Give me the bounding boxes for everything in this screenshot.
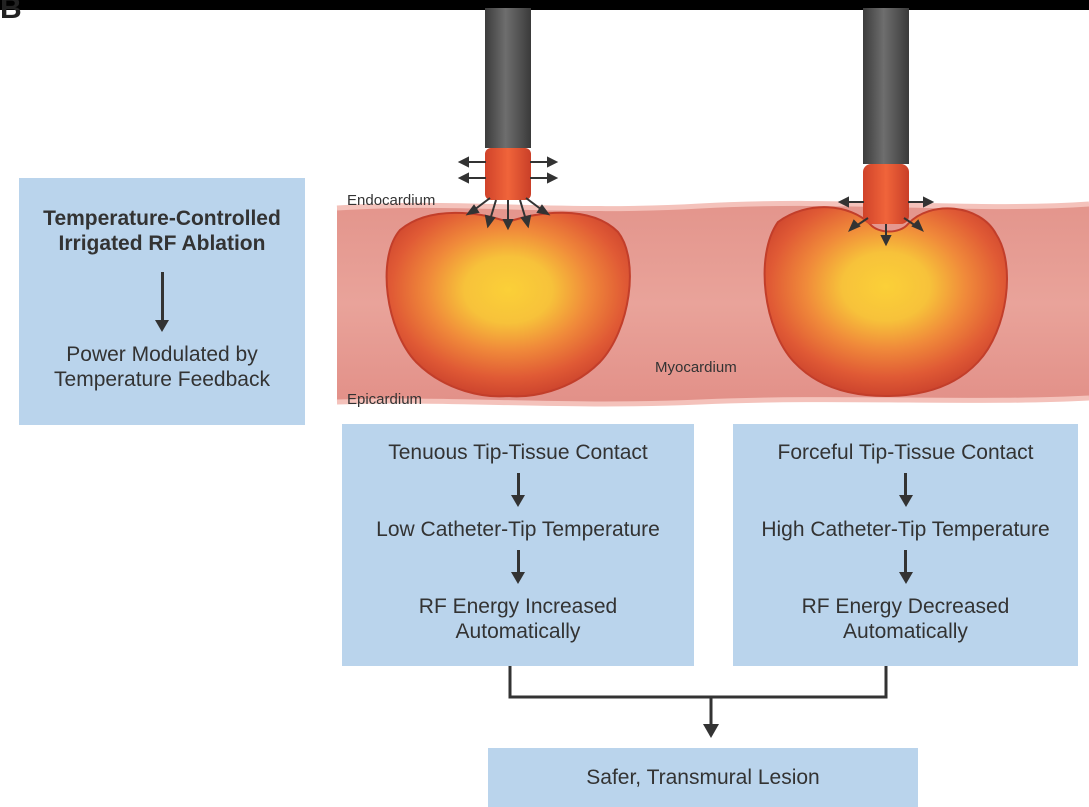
tenuous-step3-line1: RF Energy Increased <box>419 594 617 619</box>
tenuous-arrow-1 <box>511 473 525 507</box>
catheter-left <box>485 8 531 200</box>
forceful-arrow-1 <box>899 473 913 507</box>
tenuous-step3-line2: Automatically <box>456 619 581 644</box>
outcome-connector <box>510 666 886 726</box>
forceful-step3-line2: Automatically <box>843 619 968 644</box>
lesion-left <box>387 213 630 397</box>
left-box-arrow <box>155 272 169 332</box>
left-box-result-line1: Power Modulated by <box>66 342 257 367</box>
tenuous-step1: Tenuous Tip-Tissue Contact <box>388 440 648 465</box>
forceful-step2: High Catheter-Tip Temperature <box>761 517 1049 542</box>
catheter-right <box>863 8 909 224</box>
tenuous-arrow-2 <box>511 550 525 584</box>
forceful-arrow-2 <box>899 550 913 584</box>
tenuous-step2: Low Catheter-Tip Temperature <box>376 517 660 542</box>
left-box-result-line2: Temperature Feedback <box>54 367 270 392</box>
left-box-title-line2: Irrigated RF Ablation <box>59 231 266 256</box>
epicardium-label: Epicardium <box>347 392 422 407</box>
outcome-label: Safer, Transmural Lesion <box>586 765 819 790</box>
tenuous-contact-box: Tenuous Tip-Tissue Contact Low Catheter-… <box>342 424 694 666</box>
temperature-controlled-box: Temperature-Controlled Irrigated RF Abla… <box>19 178 305 425</box>
forceful-step3-line1: RF Energy Decreased <box>802 594 1010 619</box>
outcome-box: Safer, Transmural Lesion <box>488 748 918 807</box>
myocardium-label: Myocardium <box>655 360 737 375</box>
forceful-step1: Forceful Tip-Tissue Contact <box>778 440 1034 465</box>
forceful-contact-box: Forceful Tip-Tissue Contact High Cathete… <box>733 424 1078 666</box>
left-box-title-line1: Temperature-Controlled <box>43 206 281 231</box>
endocardium-label: Endocardium <box>347 193 435 208</box>
outcome-arrowhead <box>703 724 719 738</box>
